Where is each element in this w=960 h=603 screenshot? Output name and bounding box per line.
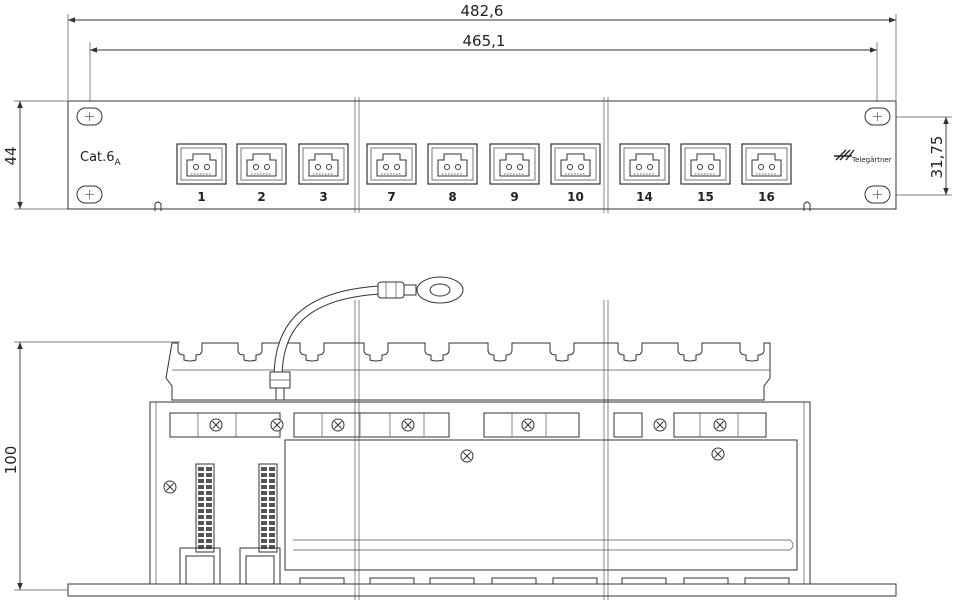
screw-icon <box>711 447 725 461</box>
ground-cable <box>269 276 464 400</box>
overall-width-label: 482,6 <box>461 2 504 20</box>
rj45-port: 16 <box>741 143 792 204</box>
port-nub <box>552 577 598 584</box>
port-number-label: 10 <box>567 190 584 204</box>
screw-icon <box>653 418 667 432</box>
ground-pin-icon <box>154 201 162 211</box>
rj45-port: 3 <box>298 143 349 204</box>
ring-terminal-icon <box>416 276 464 304</box>
port-nub <box>369 577 415 584</box>
hole-vertical-label: 31,75 <box>928 136 946 179</box>
port-number-label: 3 <box>319 190 327 204</box>
rj45-port: 7 <box>366 143 417 204</box>
screw-icon <box>521 418 535 432</box>
port-number-label: 2 <box>257 190 265 204</box>
screw-icon <box>460 449 474 463</box>
screw-icon <box>209 418 223 432</box>
rj45-port: 9 <box>489 143 540 204</box>
panel-height-dimension: 44 <box>2 100 68 210</box>
port-nub <box>491 577 537 584</box>
port-number-label: 14 <box>636 190 653 204</box>
terminal-block <box>195 463 278 553</box>
screw-icon <box>713 418 727 432</box>
overall-width-dimension: 482,6 <box>67 2 897 100</box>
hole-spacing-dimension: 465,1 <box>89 32 878 110</box>
housing-body <box>149 401 811 585</box>
clamp-strip <box>169 412 767 438</box>
pcb-cover <box>284 439 798 571</box>
port-number-label: 1 <box>197 190 205 204</box>
port-number-label: 7 <box>387 190 395 204</box>
rj45-port: 8 <box>427 143 478 204</box>
brand-label: Telegärtner <box>851 156 892 164</box>
screw-icon <box>163 480 177 494</box>
rj45-port-row: 1 2 3 7 8 9 10 14 15 16 <box>176 143 792 204</box>
port-number-label: 16 <box>758 190 775 204</box>
rj45-port: 2 <box>236 143 287 204</box>
telegaertner-logo-icon: Telegärtner <box>834 149 892 164</box>
depth-dimension: 100 <box>2 341 180 591</box>
rj45-port: 15 <box>680 143 731 204</box>
front-edge <box>67 547 897 597</box>
depth-label: 100 <box>2 446 20 475</box>
port-nub <box>683 577 729 584</box>
screw-icon <box>401 418 415 432</box>
port-nub <box>621 577 667 584</box>
cover-slot <box>293 539 794 551</box>
rj45-port: 1 <box>176 143 227 204</box>
break-lines-top-view <box>354 300 609 600</box>
rj45-port: 14 <box>619 143 670 204</box>
rj45-port: 10 <box>550 143 601 204</box>
port-nub <box>299 577 345 584</box>
port-nub <box>744 577 790 584</box>
port-number-label: 8 <box>448 190 456 204</box>
port-number-label: 9 <box>510 190 518 204</box>
port-nub <box>429 577 475 584</box>
mounting-hole-icon <box>76 107 891 204</box>
panel-height-label: 44 <box>2 146 20 165</box>
front-view: 482,6 465,1 44 31,75 <box>2 2 952 213</box>
hole-spacing-label: 465,1 <box>463 32 506 50</box>
port-number-label: 15 <box>697 190 714 204</box>
screw-icon <box>270 418 284 432</box>
break-lines <box>354 97 609 213</box>
top-view: 100 <box>2 276 897 597</box>
screw-icon <box>163 418 727 494</box>
cable-comb-bar <box>165 342 771 401</box>
ground-pin-icon <box>803 201 811 211</box>
screw-icon <box>331 418 345 432</box>
category-label: Cat.6A <box>80 150 122 168</box>
